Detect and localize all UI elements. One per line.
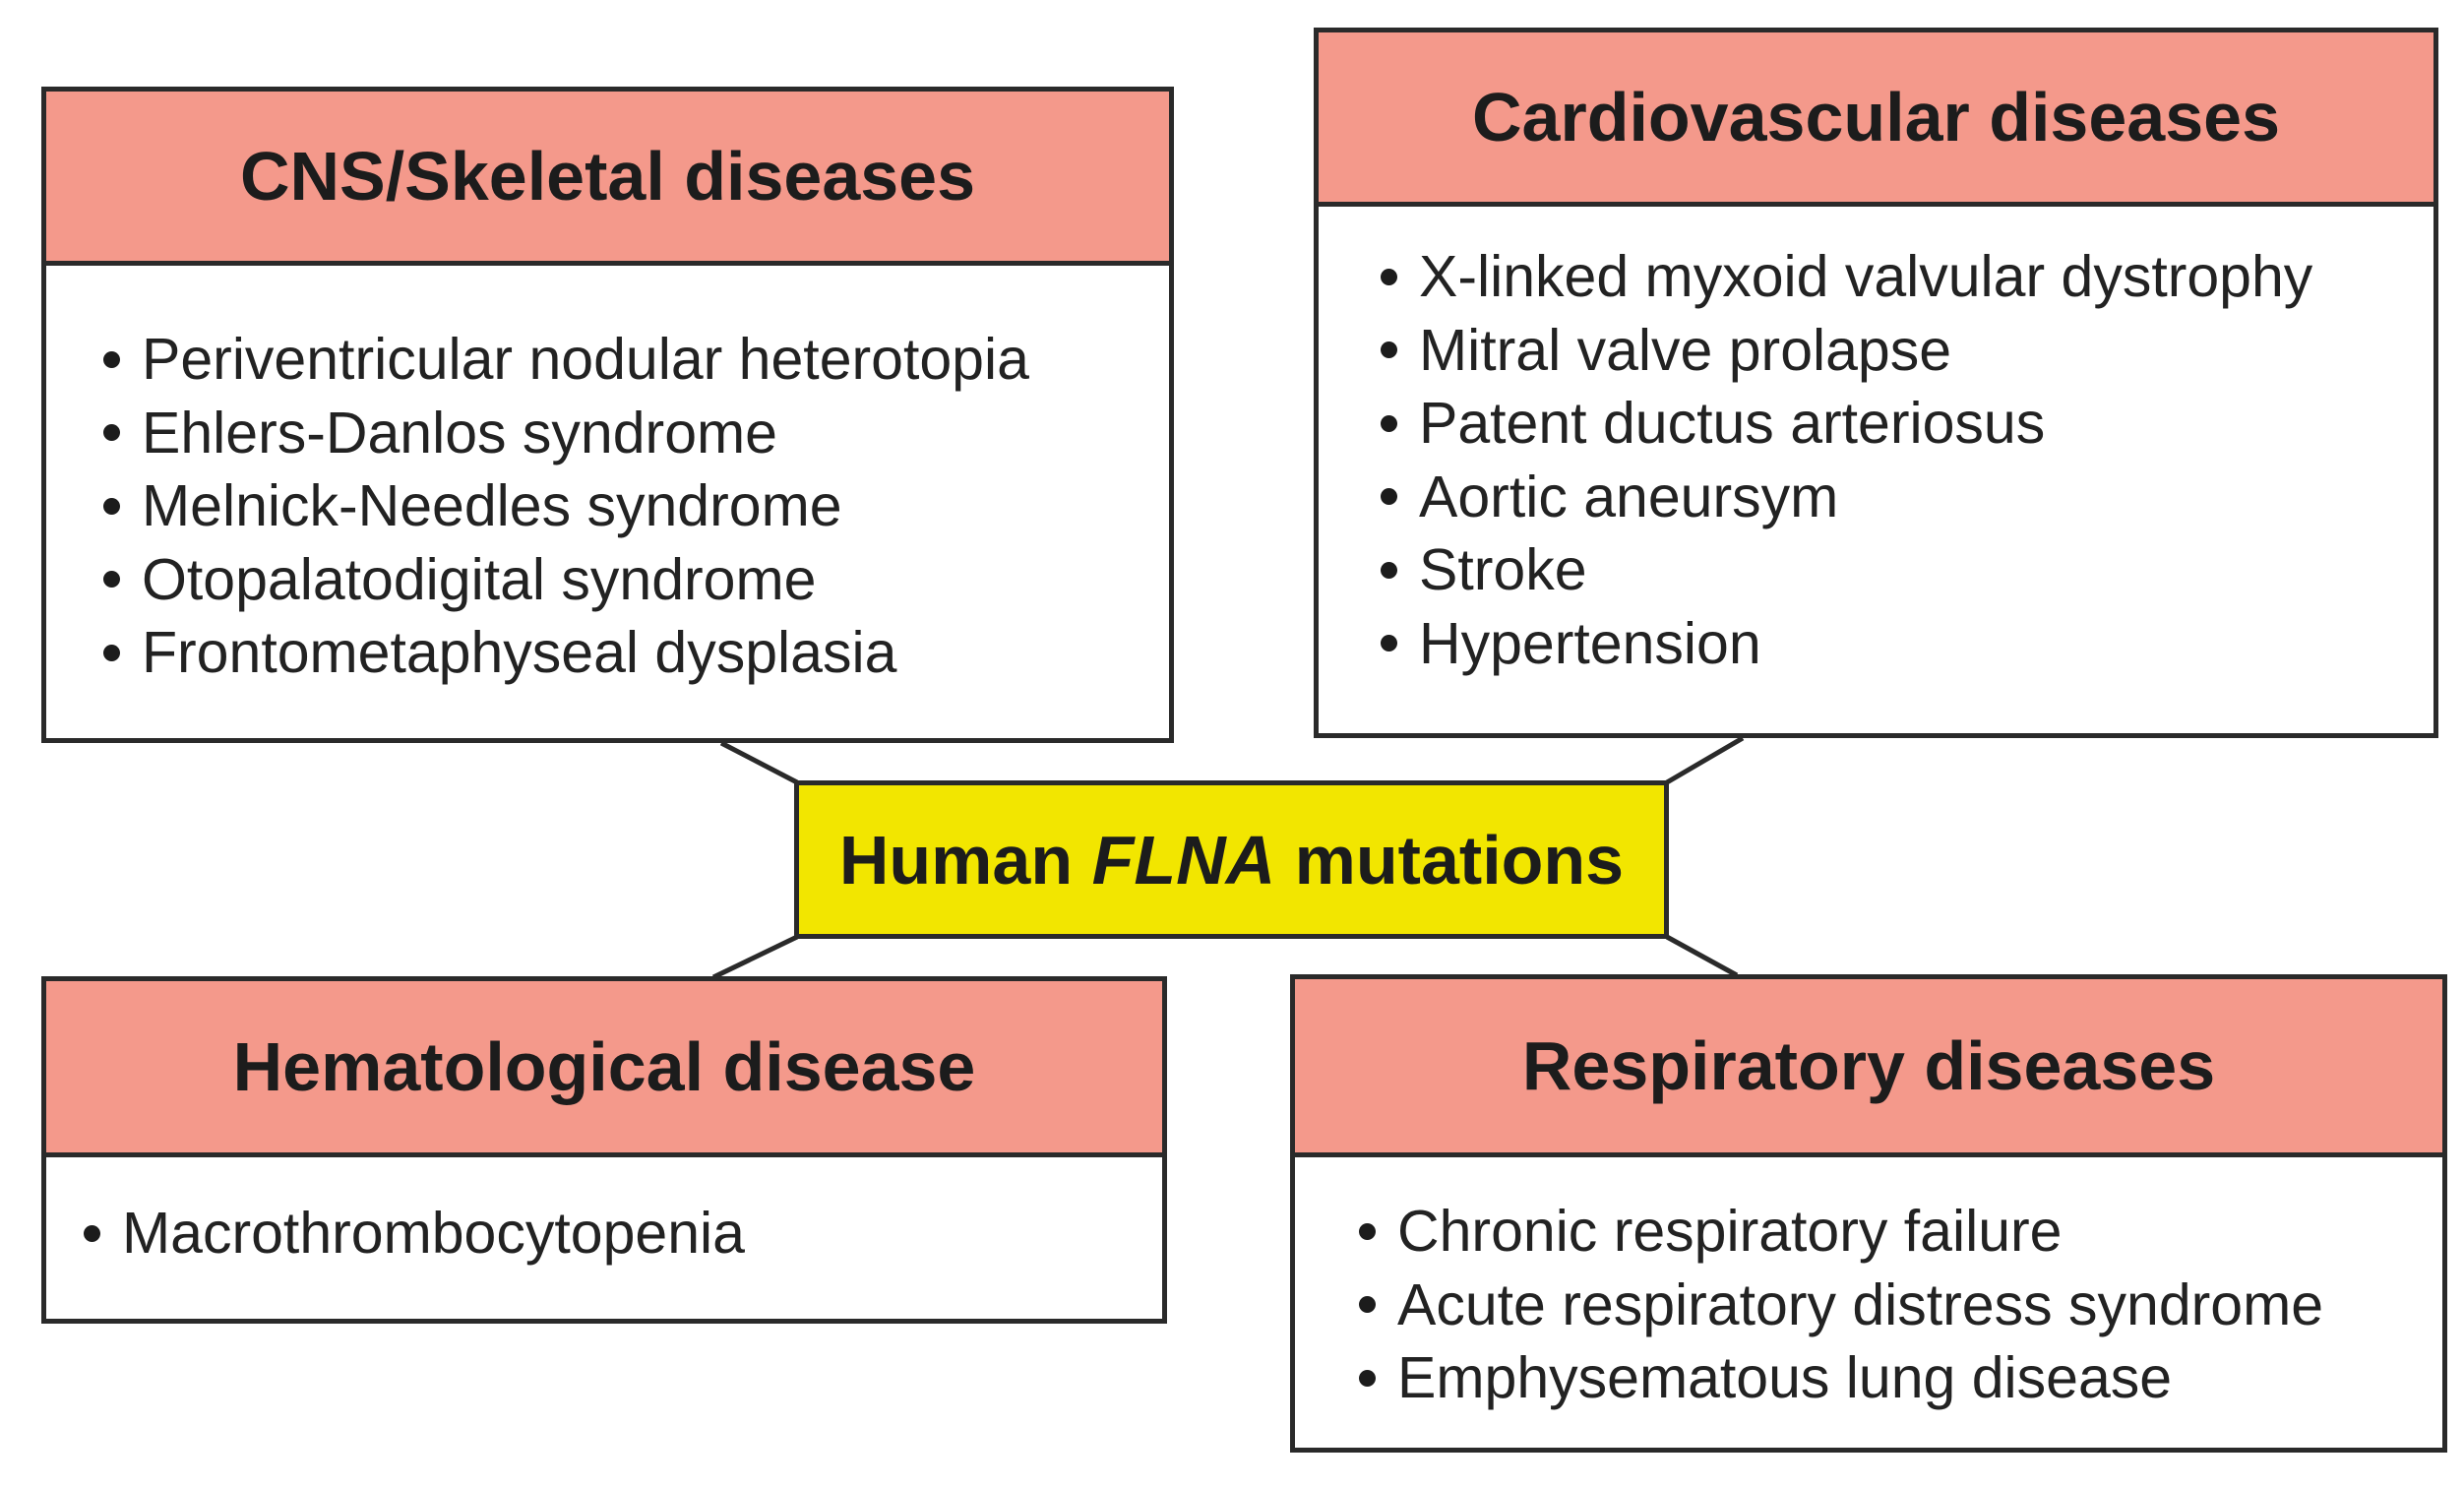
bullet-icon	[1381, 561, 1397, 579]
list-item-label: Patent ductus arteriosus	[1419, 391, 2046, 456]
bullet-icon	[1359, 1222, 1376, 1240]
list-item: Otopalatodigital syndrome	[103, 543, 1169, 617]
list-item: Patent ductus arteriosus	[1381, 387, 2433, 461]
list-item-label: Emphysematous lung disease	[1397, 1345, 2173, 1410]
list-item: X-linked myxoid valvular dystrophy	[1381, 240, 2433, 314]
list-item-label: Mitral valve prolapse	[1419, 317, 1952, 383]
cns-skeletal-box: CNS/Skeletal diseases Periventricular no…	[41, 87, 1174, 743]
bullet-icon	[1359, 1296, 1376, 1314]
bullet-icon	[1381, 341, 1397, 359]
bullet-icon	[1381, 414, 1397, 432]
list-item: Hypertension	[1381, 607, 2433, 681]
bullet-icon	[1381, 268, 1397, 285]
list-item: Ehlers-Danlos syndrome	[103, 397, 1169, 470]
list-item-label: Ehlers-Danlos syndrome	[142, 400, 777, 465]
list-item-label: Chronic respiratory failure	[1397, 1199, 2063, 1264]
list-item-label: Otopalatodigital syndrome	[142, 546, 817, 612]
bullet-icon	[103, 350, 120, 368]
center-suffix: mutations	[1275, 821, 1625, 899]
respiratory-box: Respiratory diseases Chronic respiratory…	[1290, 974, 2447, 1453]
connector-cns	[719, 740, 799, 785]
list-item-label: Stroke	[1419, 537, 1587, 602]
hematological-list: Macrothrombocytopenia	[46, 1157, 1162, 1271]
bullet-icon	[84, 1224, 100, 1242]
connector-cardio	[1665, 735, 1745, 785]
list-item-label: Macrothrombocytopenia	[122, 1201, 745, 1266]
cardiovascular-title: Cardiovascular diseases	[1319, 32, 2433, 207]
list-item: Acute respiratory distress syndrome	[1359, 1269, 2442, 1342]
respiratory-title: Respiratory diseases	[1295, 979, 2442, 1157]
list-item-label: Periventricular nodular heterotopia	[142, 327, 1029, 392]
cns-skeletal-title: CNS/Skeletal diseases	[46, 92, 1169, 266]
list-item-label: Aortic aneursym	[1419, 464, 1839, 529]
connector-resp	[1665, 934, 1739, 978]
bullet-icon	[1359, 1369, 1376, 1387]
cardiovascular-box: Cardiovascular diseases X-linked myxoid …	[1314, 28, 2438, 738]
list-item: Chronic respiratory failure	[1359, 1195, 2442, 1269]
list-item: Frontometaphyseal dysplasia	[103, 616, 1169, 690]
list-item: Emphysematous lung disease	[1359, 1341, 2442, 1415]
list-item-label: Melnick-Needles syndrome	[142, 473, 842, 538]
list-item: Melnick-Needles syndrome	[103, 469, 1169, 543]
center-prefix: Human	[838, 821, 1092, 899]
list-item-label: Hypertension	[1419, 610, 1761, 676]
list-item: Mitral valve prolapse	[1381, 314, 2433, 388]
list-item: Stroke	[1381, 533, 2433, 607]
list-item-label: X-linked myxoid valvular dystrophy	[1419, 244, 2313, 309]
list-item: Periventricular nodular heterotopia	[103, 323, 1169, 397]
list-item-label: Frontometaphyseal dysplasia	[142, 620, 897, 685]
list-item-label: Acute respiratory distress syndrome	[1397, 1271, 2324, 1337]
bullet-icon	[1381, 488, 1397, 506]
hematological-title: Hematological disease	[46, 981, 1162, 1157]
center-flna-box: Human FLNA mutations	[794, 780, 1669, 939]
list-item: Macrothrombocytopenia	[84, 1197, 1162, 1271]
bullet-icon	[103, 424, 120, 442]
bullet-icon	[1381, 635, 1397, 652]
bullet-icon	[103, 644, 120, 661]
list-item: Aortic aneursym	[1381, 461, 2433, 534]
connector-hema	[711, 934, 799, 980]
center-gene: FLNA	[1091, 821, 1276, 899]
bullet-icon	[103, 571, 120, 589]
bullet-icon	[103, 497, 120, 515]
hematological-box: Hematological disease Macrothrombocytope…	[41, 976, 1167, 1324]
